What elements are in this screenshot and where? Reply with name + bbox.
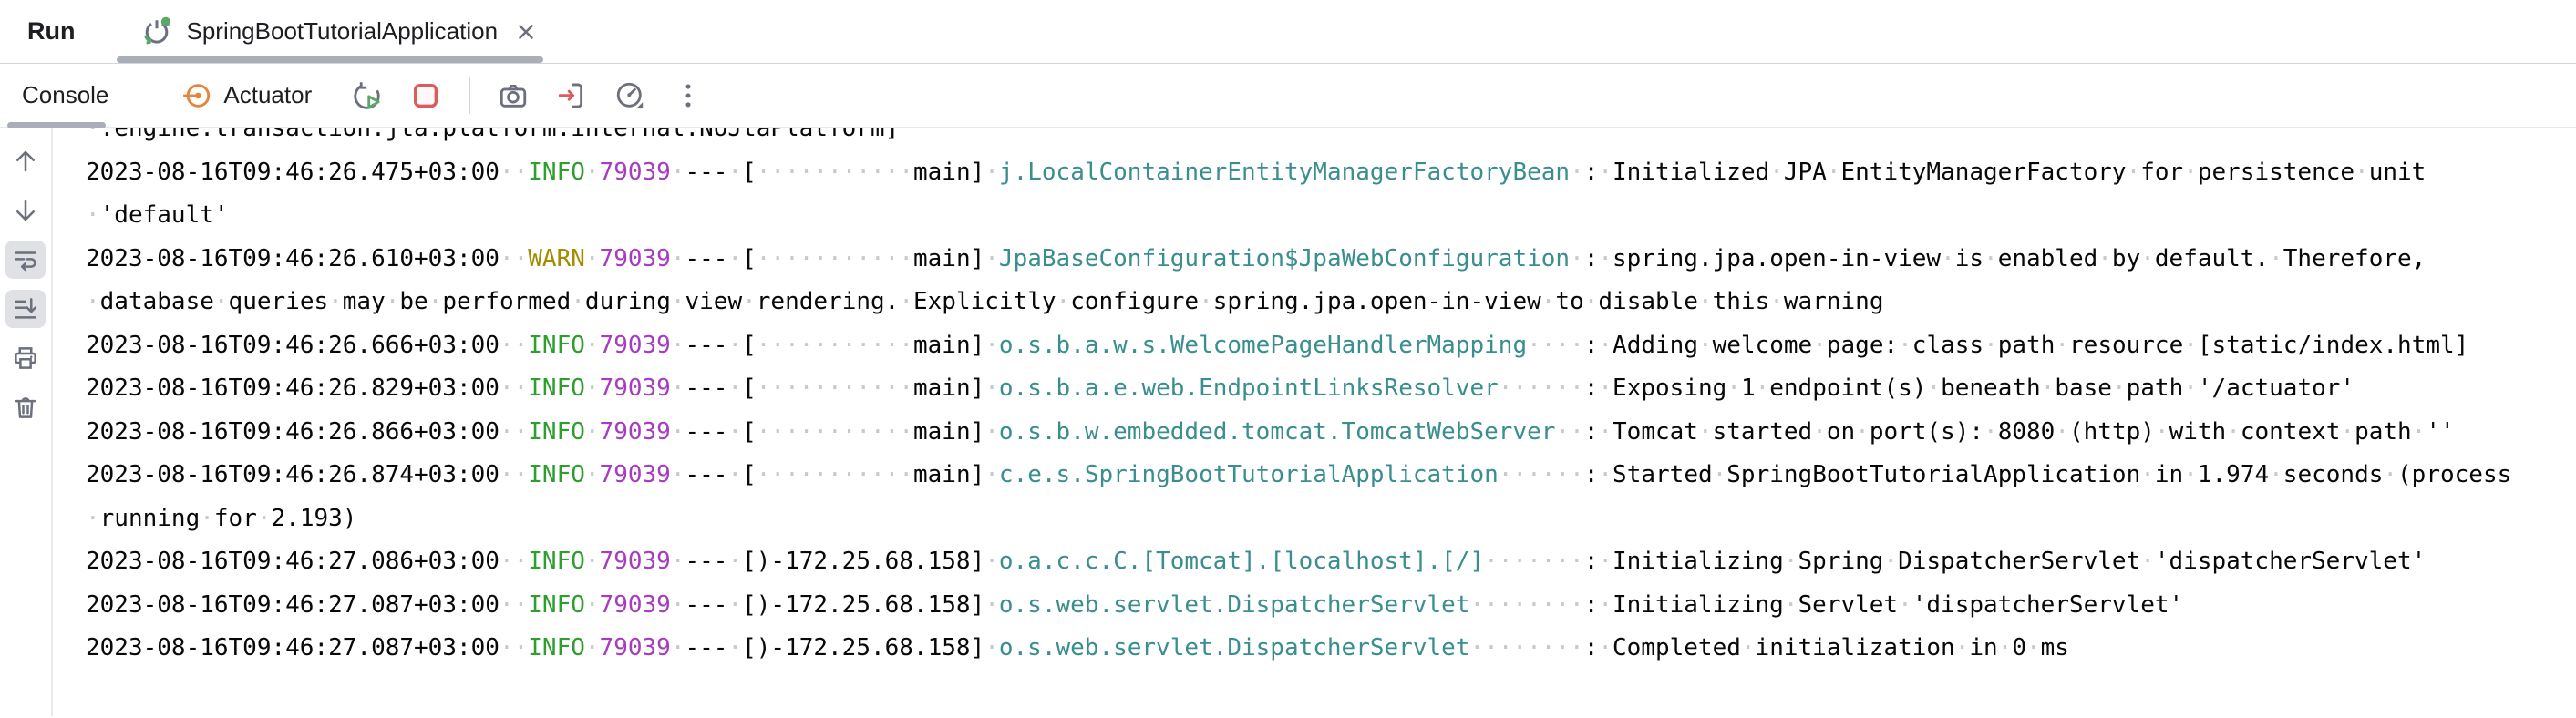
spring-boot-run-icon — [140, 15, 173, 48]
actuator-tab-label: Actuator — [223, 81, 313, 108]
gauge-icon — [617, 82, 644, 108]
run-console-toolbar: Console Actuator — [0, 64, 2576, 128]
tab-console[interactable]: Console — [22, 64, 108, 127]
camera-icon — [500, 84, 527, 108]
log-row: 2023-08-16T09:46:26.610+03:00··WARN·7903… — [86, 244, 2427, 272]
console-log: ·.engine.transaction.jta.platform.intern… — [53, 128, 2576, 671]
more-button[interactable] — [669, 77, 707, 115]
run-tool-window-header: Run SpringBootTutorialApplication — [0, 0, 2576, 64]
stop-button[interactable] — [407, 77, 445, 115]
log-row: ·database·queries·may·be·performed·durin… — [86, 288, 1884, 315]
console-gutter — [0, 128, 53, 716]
active-tab-indicator — [117, 56, 543, 63]
run-tab-title: SpringBootTutorialApplication — [186, 17, 499, 45]
clear-all-button[interactable] — [5, 388, 46, 426]
actuator-icon — [181, 80, 212, 111]
log-row: 2023-08-16T09:46:26.829+03:00··INFO·7903… — [86, 374, 2355, 402]
rerun-icon — [354, 81, 380, 109]
log-row: 2023-08-16T09:46:26.866+03:00··INFO·7903… — [86, 417, 2455, 446]
console-tab-label: Console — [22, 81, 109, 108]
dropdown-arrow-icon — [636, 101, 644, 108]
print-button[interactable] — [5, 339, 46, 377]
log-row: 2023-08-16T09:46:26.874+03:00··INFO·7903… — [86, 461, 2512, 488]
log-row: 2023-08-16T09:46:27.086+03:00··INFO·7903… — [86, 548, 2427, 575]
log-row: ·'default' — [86, 201, 229, 229]
toolbar-separator — [469, 77, 471, 114]
log-row: 2023-08-16T09:46:27.087+03:00··INFO·7903… — [86, 590, 2184, 619]
run-configuration-tab[interactable]: SpringBootTutorialApplication — [140, 0, 558, 63]
trash-icon — [15, 397, 36, 418]
log-row: ·running·for·2.193) — [86, 504, 357, 532]
soft-wrap-button[interactable] — [5, 241, 46, 279]
log-row: 2023-08-16T09:46:27.087+03:00··INFO·7903… — [86, 634, 2069, 662]
scroll-to-end-button[interactable] — [5, 290, 46, 328]
scroll-up-button[interactable] — [5, 142, 46, 180]
scroll-down-button[interactable] — [5, 191, 46, 230]
log-row: ·.engine.transaction.jta.platform.intern… — [86, 128, 900, 142]
scroll-end-icon — [15, 298, 37, 319]
endpoints-button[interactable] — [611, 77, 649, 115]
toolbar-actions — [348, 77, 707, 115]
printer-icon — [15, 347, 36, 369]
soft-wrap-icon — [15, 251, 36, 272]
console-pane[interactable]: ·.engine.transaction.jta.platform.intern… — [53, 128, 2576, 716]
tab-actuator[interactable]: Actuator — [181, 64, 312, 127]
console-area: ·.engine.transaction.jta.platform.intern… — [0, 128, 2576, 716]
tool-window-title: Run — [27, 17, 76, 45]
thread-dump-button[interactable] — [494, 77, 532, 115]
exit-icon — [559, 83, 583, 108]
arrow-down-icon — [16, 200, 35, 221]
log-row: 2023-08-16T09:46:26.666+03:00··INFO·7903… — [86, 331, 2469, 359]
close-tab-button[interactable] — [510, 16, 541, 47]
log-row: 2023-08-16T09:46:26.475+03:00··INFO·7903… — [86, 158, 2427, 186]
kebab-icon — [685, 84, 691, 107]
rerun-button[interactable] — [348, 77, 386, 115]
arrow-up-icon — [16, 150, 35, 172]
close-icon — [519, 24, 533, 39]
stop-icon — [414, 83, 438, 108]
exit-button[interactable] — [552, 77, 591, 115]
active-console-tab-indicator — [7, 122, 106, 128]
